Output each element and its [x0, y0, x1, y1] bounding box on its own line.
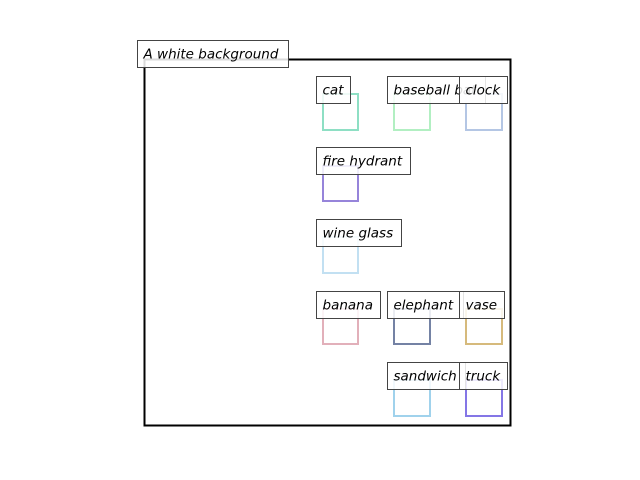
baseball-bat-label-text: baseball bat: [394, 83, 478, 99]
clock-label-text: clock: [466, 83, 502, 99]
banana-label: banana: [316, 291, 381, 319]
sandwich-label-text: sandwich: [394, 369, 457, 385]
vase-label-box: [459, 291, 505, 319]
cat-label-box: [316, 76, 351, 104]
elephant-label-text: elephant: [394, 298, 454, 314]
wine-glass-label-text: wine glass: [323, 226, 394, 242]
caption-label: A white background: [137, 40, 289, 68]
caption-text: A white background: [143, 47, 279, 63]
fire-hydrant-label: fire hydrant: [316, 147, 411, 175]
sandwich-label-box: [387, 362, 466, 390]
vase-label: vase: [459, 291, 505, 319]
cat-label: cat: [316, 76, 351, 104]
clock-label: clock: [459, 76, 508, 104]
clock-label-box: [459, 76, 508, 104]
vase-label-text: vase: [466, 298, 498, 314]
truck-label-box: [459, 362, 508, 390]
cat-label-text: cat: [323, 83, 345, 99]
elephant-label: elephant: [387, 291, 464, 319]
fire-hydrant-label-box: [316, 147, 411, 175]
wine-glass-label: wine glass: [316, 219, 402, 247]
caption-label-box: [137, 40, 289, 68]
sandwich-label: sandwich: [387, 362, 466, 390]
banana-label-box: [316, 291, 381, 319]
wine-glass-label-box: [316, 219, 402, 247]
fire-hydrant-label-text: fire hydrant: [323, 154, 403, 170]
truck-label: truck: [459, 362, 508, 390]
truck-label-text: truck: [466, 369, 502, 385]
banana-label-text: banana: [323, 298, 374, 314]
canvas-frame: [143, 58, 512, 427]
